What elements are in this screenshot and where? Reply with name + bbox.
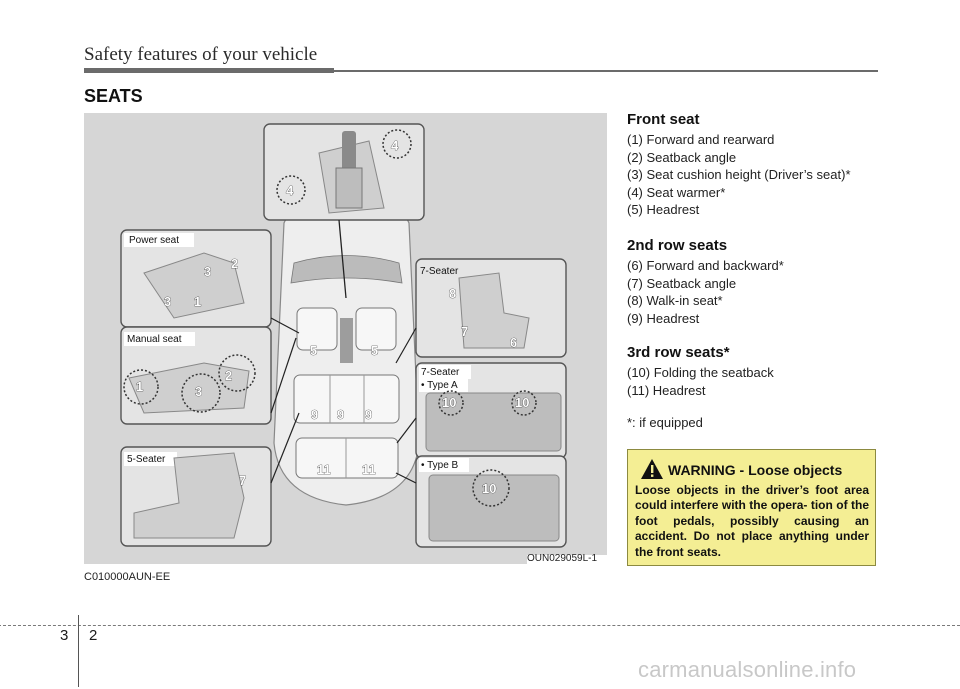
callout-9: 9	[365, 407, 372, 422]
list-item: (2) Seatback angle	[627, 149, 737, 165]
callout-5: 5	[310, 343, 317, 358]
page-header-title: Safety features of your vehicle	[84, 44, 318, 65]
chapter-number: 3	[60, 627, 69, 644]
list-item: (4) Seat warmer*	[627, 184, 726, 200]
callout-2: 2	[231, 256, 238, 271]
callout-11: 11	[317, 462, 331, 477]
list-item: (5) Headrest	[627, 202, 700, 217]
footer-dashed-rule	[0, 625, 960, 626]
warning-box: WARNING - Loose objects Loose objects in…	[627, 449, 876, 566]
label-type-a: • Type A	[421, 380, 458, 391]
callout-3: 3	[164, 294, 171, 309]
page-number: 2	[89, 627, 98, 644]
section-title: SEATS	[84, 86, 143, 106]
label-seven-seater-mid: 7-Seater	[421, 367, 460, 378]
warning-title: WARNING - Loose objects	[668, 462, 843, 478]
callout-9: 9	[311, 407, 318, 422]
callout-3: 3	[204, 264, 211, 279]
header-rule-thin	[334, 70, 878, 72]
callout-6: 6	[510, 335, 517, 350]
callout-10: 10	[442, 395, 456, 410]
label-five-seater: 5-Seater	[127, 454, 166, 465]
label-type-b: • Type B	[421, 460, 459, 471]
second-row-heading: 2nd row seats	[627, 237, 728, 254]
callout-4: 4	[286, 183, 294, 198]
warning-body: Loose objects in the driver’s foot area …	[635, 483, 869, 559]
second-row-list: (6) Forward and backward* (7) Seatback a…	[627, 257, 784, 327]
callout-7: 7	[239, 473, 246, 488]
list-item: (6) Forward and backward*	[627, 258, 784, 273]
watermark: carmanualsonline.info	[638, 657, 857, 682]
list-item: (1) Forward and rearward	[627, 132, 775, 147]
callout-2: 2	[225, 368, 232, 383]
figure-caption: C010000AUN-EE	[84, 571, 171, 583]
list-item: (3) Seat cushion height (Driver’s seat)*	[627, 167, 851, 182]
list-item: (7) Seatback angle	[627, 275, 737, 291]
callout-1: 1	[194, 294, 201, 309]
front-seat-heading: Front seat	[627, 111, 700, 128]
third-row-heading: 3rd row seats*	[627, 344, 730, 361]
label-manual-seat: Manual seat	[127, 334, 182, 345]
callout-7: 7	[461, 324, 468, 339]
seats-figure: Power seat Manual seat 5-Seater 7-Seater…	[84, 113, 607, 564]
callout-10: 10	[515, 395, 529, 410]
header-rule-thick	[84, 68, 334, 73]
callout-3: 3	[195, 384, 202, 399]
callout-5: 5	[371, 343, 378, 358]
warning-triangle-icon	[641, 459, 663, 479]
list-item: (8) Walk-in seat*	[627, 293, 723, 308]
list-item: (11) Headrest	[627, 382, 706, 398]
figure-code: OUN029059L-1	[527, 553, 598, 564]
list-item: (10) Folding the seatback	[627, 365, 774, 380]
front-seat-list: (1) Forward and rearward (2) Seatback an…	[627, 131, 851, 219]
footer-vertical-rule	[78, 615, 79, 687]
callout-8: 8	[449, 286, 456, 301]
footnote: *: if equipped	[627, 415, 703, 430]
seats-illustration: Power seat Manual seat 5-Seater 7-Seater…	[120, 123, 607, 564]
label-seven-seater-top: 7-Seater	[420, 266, 459, 277]
callout-9: 9	[337, 407, 344, 422]
callout-1: 1	[136, 379, 143, 394]
callout-4: 4	[391, 138, 399, 153]
list-item: (9) Headrest	[627, 310, 700, 326]
callout-10: 10	[482, 481, 496, 496]
third-row-list: (10) Folding the seatback (11) Headrest	[627, 364, 774, 399]
label-power-seat: Power seat	[129, 235, 179, 246]
callout-11: 11	[362, 462, 376, 477]
